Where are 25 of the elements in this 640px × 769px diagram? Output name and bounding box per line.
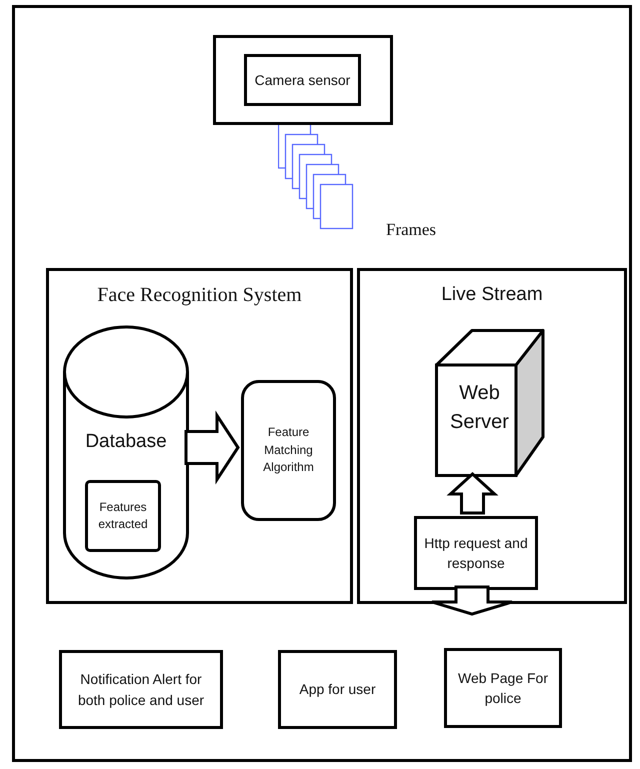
process-box <box>444 648 562 728</box>
node-label: Notification Alert for both police and user <box>76 670 206 710</box>
process-box <box>85 480 161 552</box>
process-box <box>59 650 223 729</box>
block-arrow <box>446 472 498 514</box>
system-panel <box>46 268 353 604</box>
caption-label: Frames <box>386 220 436 240</box>
node-label: Http request and response <box>423 534 529 573</box>
process-box <box>244 54 361 106</box>
system-panel <box>357 268 627 604</box>
node-label: App for user <box>298 680 377 700</box>
node-label: Database <box>84 430 168 454</box>
node-label: Web Page For police <box>456 668 549 708</box>
block-arrow <box>184 410 240 485</box>
process-box <box>278 650 397 729</box>
node-label: Camera sensor <box>254 70 352 90</box>
node-label: Features extracted <box>97 498 149 533</box>
block-arrow <box>430 586 514 616</box>
process-box <box>241 380 336 521</box>
process-box <box>414 516 538 590</box>
panel-title: Live Stream <box>440 283 544 307</box>
node-label: Feature Matching Algorithm <box>262 424 315 476</box>
panel-title: Face Recognition System <box>96 283 303 308</box>
device-box <box>213 35 393 125</box>
node-label: Web Server <box>449 381 510 435</box>
